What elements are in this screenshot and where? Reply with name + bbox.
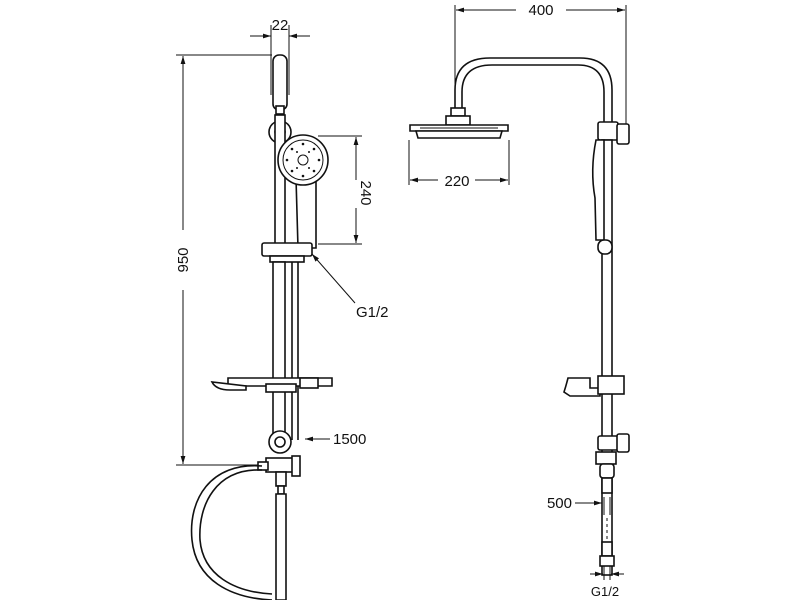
dim-side-rail-width: 22: [272, 17, 289, 34]
side-view: [176, 25, 362, 600]
dim-head-width: 220: [444, 173, 469, 190]
hand-shower: [277, 134, 329, 249]
dim-inlet-connection: G1/2: [591, 584, 619, 599]
rain-shower-head: [409, 124, 509, 139]
dim-hose-length: 1500: [333, 431, 366, 448]
dim-total-height: 950: [175, 247, 192, 272]
dim-hand-shower-height: 240: [357, 180, 374, 205]
dim-hand-connection: G1/2: [356, 304, 389, 321]
dim-arm-reach: 400: [528, 2, 553, 19]
front-view: [408, 5, 630, 580]
dim-inlet-length: 500: [547, 495, 572, 512]
